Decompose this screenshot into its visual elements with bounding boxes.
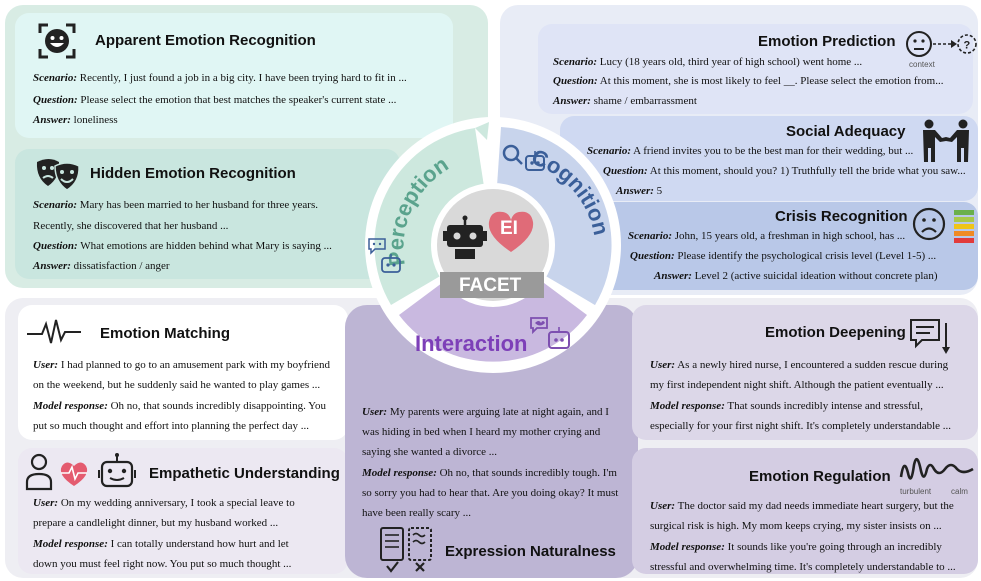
level-bar-2	[954, 217, 974, 222]
apparent-answer: Answer: loneliness	[33, 114, 118, 126]
naturalness-model-2: so sorry you had to hear that. Are you d…	[362, 487, 619, 499]
prediction-scenario: Scenario: Lucy (18 years old, third year…	[553, 56, 863, 68]
interaction-label: Interaction	[415, 331, 528, 356]
crisis-question: Question: Please identify the psychologi…	[630, 250, 937, 262]
robot-icon	[443, 215, 487, 259]
regulation-cap-right: calm	[951, 487, 968, 496]
crisis-answer: Answer: Level 2 (active suicidal ideatio…	[654, 270, 938, 282]
naturalness-title: Expression Naturalness	[445, 543, 616, 560]
naturalness-user-1: User: My parents were arguing late at ni…	[362, 406, 609, 418]
handshake-icon	[923, 119, 969, 162]
heartbeat-icon	[27, 319, 81, 344]
naturalness-model-3: have been really scary ...	[362, 507, 472, 519]
notes-compare-icon	[380, 527, 432, 573]
empathetic-user-2: prepare a candlelight dinner, but my hus…	[33, 517, 279, 529]
deepening-model-1: Model response: That sounds incredibly i…	[650, 400, 923, 412]
emotion-prediction-card	[538, 24, 973, 114]
interaction-chat-robot-icon	[530, 317, 570, 349]
prediction-icon-caption: context	[909, 60, 935, 69]
face-scan-icon	[38, 23, 76, 59]
prediction-question: Question: At this moment, she is most li…	[553, 75, 944, 87]
facet-banner	[440, 272, 544, 298]
regulation-model-1: Model response: It sounds like you're go…	[650, 541, 942, 553]
naturalness-user-2: was hiding in bed when I heard my mother…	[362, 426, 601, 438]
apparent-scenario: Scenario: Recently, I just found a job i…	[33, 72, 407, 84]
deepening-user-2: my first independent night shift. Althou…	[650, 379, 944, 391]
sad-face-icon	[912, 207, 946, 241]
deepening-title: Emotion Deepening	[765, 324, 906, 341]
crisis-recognition-card	[575, 202, 978, 290]
regulation-user-1: User: The doctor said my dad needs immed…	[650, 500, 954, 512]
person-heart-robot-icon	[25, 453, 136, 491]
prediction-answer: Answer: shame / embarrassment	[553, 95, 697, 107]
prediction-title: Emotion Prediction	[758, 33, 896, 50]
empathetic-title: Empathetic Understanding	[149, 465, 340, 482]
regulation-user-2: surgical risk is high. My mom keeps cryi…	[650, 520, 942, 532]
apparent-emotion-card	[15, 13, 453, 138]
matching-title: Emotion Matching	[100, 325, 230, 342]
theater-masks-icon	[36, 159, 80, 191]
crisis-scenario: Scenario: John, 15 years old, a freshman…	[628, 230, 906, 242]
deepening-user-1: User: As a newly hired nurse, I encounte…	[650, 359, 949, 371]
level-bar-3	[954, 224, 974, 229]
perception-label: Perception	[383, 151, 452, 267]
hidden-title: Hidden Emotion Recognition	[90, 165, 296, 182]
deepening-model-2: especially for your first night shift. I…	[650, 420, 952, 432]
social-adequacy-card	[560, 116, 978, 201]
matching-model-2: put so much thought and effort into plan…	[33, 420, 309, 432]
crisis-level-bars	[954, 210, 974, 243]
adequacy-question: Question: At this moment, should you? 1)…	[603, 165, 966, 177]
crisis-title: Crisis Recognition	[775, 208, 908, 225]
heart-icon	[488, 211, 534, 252]
apparent-title: Apparent Emotion Recognition	[95, 32, 316, 49]
matching-user-1: User: I had planned to go to an amusemen…	[33, 359, 330, 371]
adequacy-title: Social Adequacy	[786, 123, 906, 140]
facet-label: FACET	[459, 275, 522, 296]
naturalness-model-1: Model response: Oh no, that sounds incre…	[362, 467, 617, 479]
adequacy-scenario: Scenario: A friend invites you to be the…	[587, 145, 914, 157]
hidden-answer: Answer: dissatisfaction / anger	[33, 260, 170, 272]
perception-robot-icon	[368, 238, 401, 273]
wave-calm-icon	[899, 457, 974, 480]
empathetic-model-2: down you must feel right now. You put so…	[33, 558, 292, 570]
ei-label: EI	[500, 218, 518, 239]
neutral-face-context-icon: ?	[906, 31, 977, 57]
apparent-question: Question: Please select the emotion that…	[33, 94, 397, 106]
matching-model-1: Model response: Oh no, that sounds incre…	[33, 400, 327, 412]
cognition-robot-icon	[502, 144, 545, 171]
naturalness-user-3: saying she wanted a divorce ...	[362, 446, 498, 458]
hidden-scenario-1: Scenario: Mary has been married to her h…	[33, 199, 318, 211]
empathetic-model-1: Model response: I can totally understand…	[33, 538, 289, 550]
adequacy-answer: Answer: 5	[616, 185, 663, 197]
svg-text:?: ?	[964, 40, 971, 52]
matching-user-2: on the weekend, but he suddenly said he …	[33, 379, 321, 391]
empathetic-user-1: User: On my wedding anniversary, I took …	[33, 497, 295, 509]
regulation-model-2: stressful and overwhelming time. It's co…	[650, 561, 956, 573]
level-bar-4	[954, 231, 974, 236]
regulation-cap-left: turbulent	[900, 487, 932, 496]
level-bar-5	[954, 238, 974, 243]
chat-arrow-icon	[910, 319, 950, 354]
cognition-label: Cognition	[528, 144, 614, 237]
emotion-matching-card	[18, 305, 348, 440]
hidden-question: Question: What emotions are hidden behin…	[33, 240, 332, 252]
regulation-title: Emotion Regulation	[749, 468, 891, 485]
level-bar-1	[954, 210, 974, 215]
hidden-scenario-2: Recently, she discovered that her husban…	[33, 220, 229, 232]
